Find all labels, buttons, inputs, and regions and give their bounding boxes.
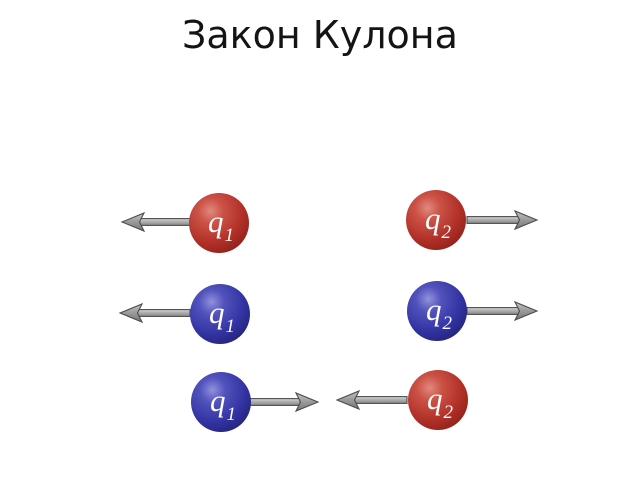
charge-sphere-row3-q1: q1: [191, 372, 251, 432]
force-arrow-row3-left-charge: [247, 392, 319, 412]
charge-label-q2: q2: [427, 381, 453, 423]
force-arrow-row3-right-charge: [336, 390, 408, 410]
force-arrow-row2-left: [119, 303, 191, 323]
slide-title: Закон Кулона: [182, 13, 458, 57]
charge-label-q1: q1: [210, 383, 236, 425]
charge-label-q1: q1: [209, 295, 235, 337]
charge-sphere-row1-q1: q1: [189, 193, 249, 253]
force-arrow-row2-right: [466, 301, 538, 321]
charge-sphere-row2-q1: q1: [190, 284, 250, 344]
charge-label-q2: q2: [425, 201, 451, 243]
charge-sphere-row1-q2: q2: [406, 190, 466, 250]
charge-label-q2: q2: [426, 292, 452, 334]
charge-sphere-row2-q2: q2: [407, 281, 467, 341]
charge-sphere-row3-q2: q2: [408, 370, 468, 430]
charge-label-q1: q1: [208, 204, 234, 246]
force-arrow-row1-left: [121, 212, 193, 232]
force-arrow-row1-right: [466, 210, 538, 230]
